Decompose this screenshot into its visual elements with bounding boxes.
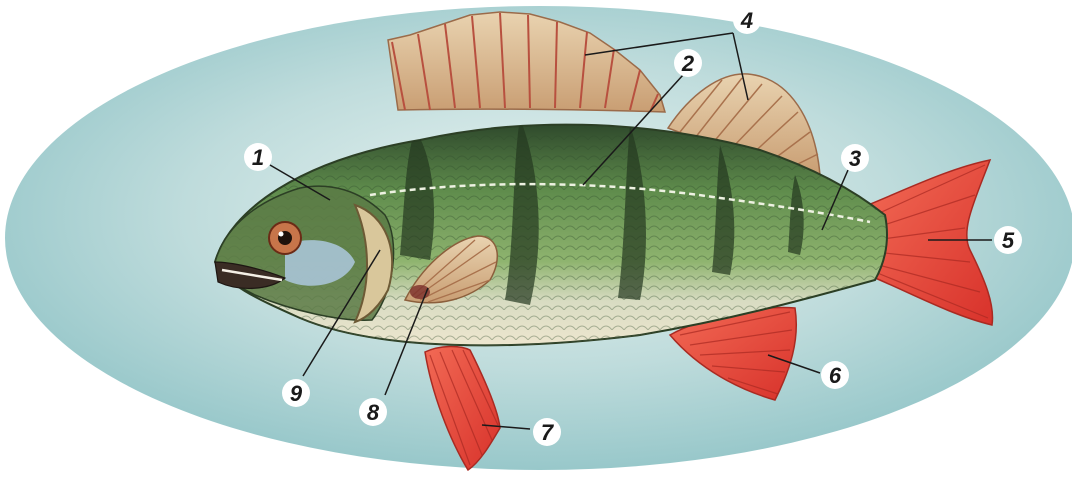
callout-6: 6	[821, 361, 849, 389]
callout-label-9: 9	[290, 381, 303, 406]
callout-8: 8	[359, 398, 387, 426]
callout-label-4: 4	[740, 8, 753, 33]
callout-2: 2	[674, 49, 702, 77]
callout-5: 5	[994, 226, 1022, 254]
callout-label-1: 1	[252, 145, 264, 170]
callout-label-2: 2	[681, 51, 695, 76]
callout-label-6: 6	[829, 363, 842, 388]
callout-label-3: 3	[849, 146, 861, 171]
callout-7: 7	[533, 418, 561, 446]
callout-4: 4	[733, 6, 761, 34]
callout-label-5: 5	[1002, 228, 1015, 253]
callout-label-7: 7	[541, 420, 555, 445]
callout-9: 9	[282, 379, 310, 407]
callout-1: 1	[244, 143, 272, 171]
callout-label-8: 8	[367, 400, 380, 425]
callout-3: 3	[841, 144, 869, 172]
